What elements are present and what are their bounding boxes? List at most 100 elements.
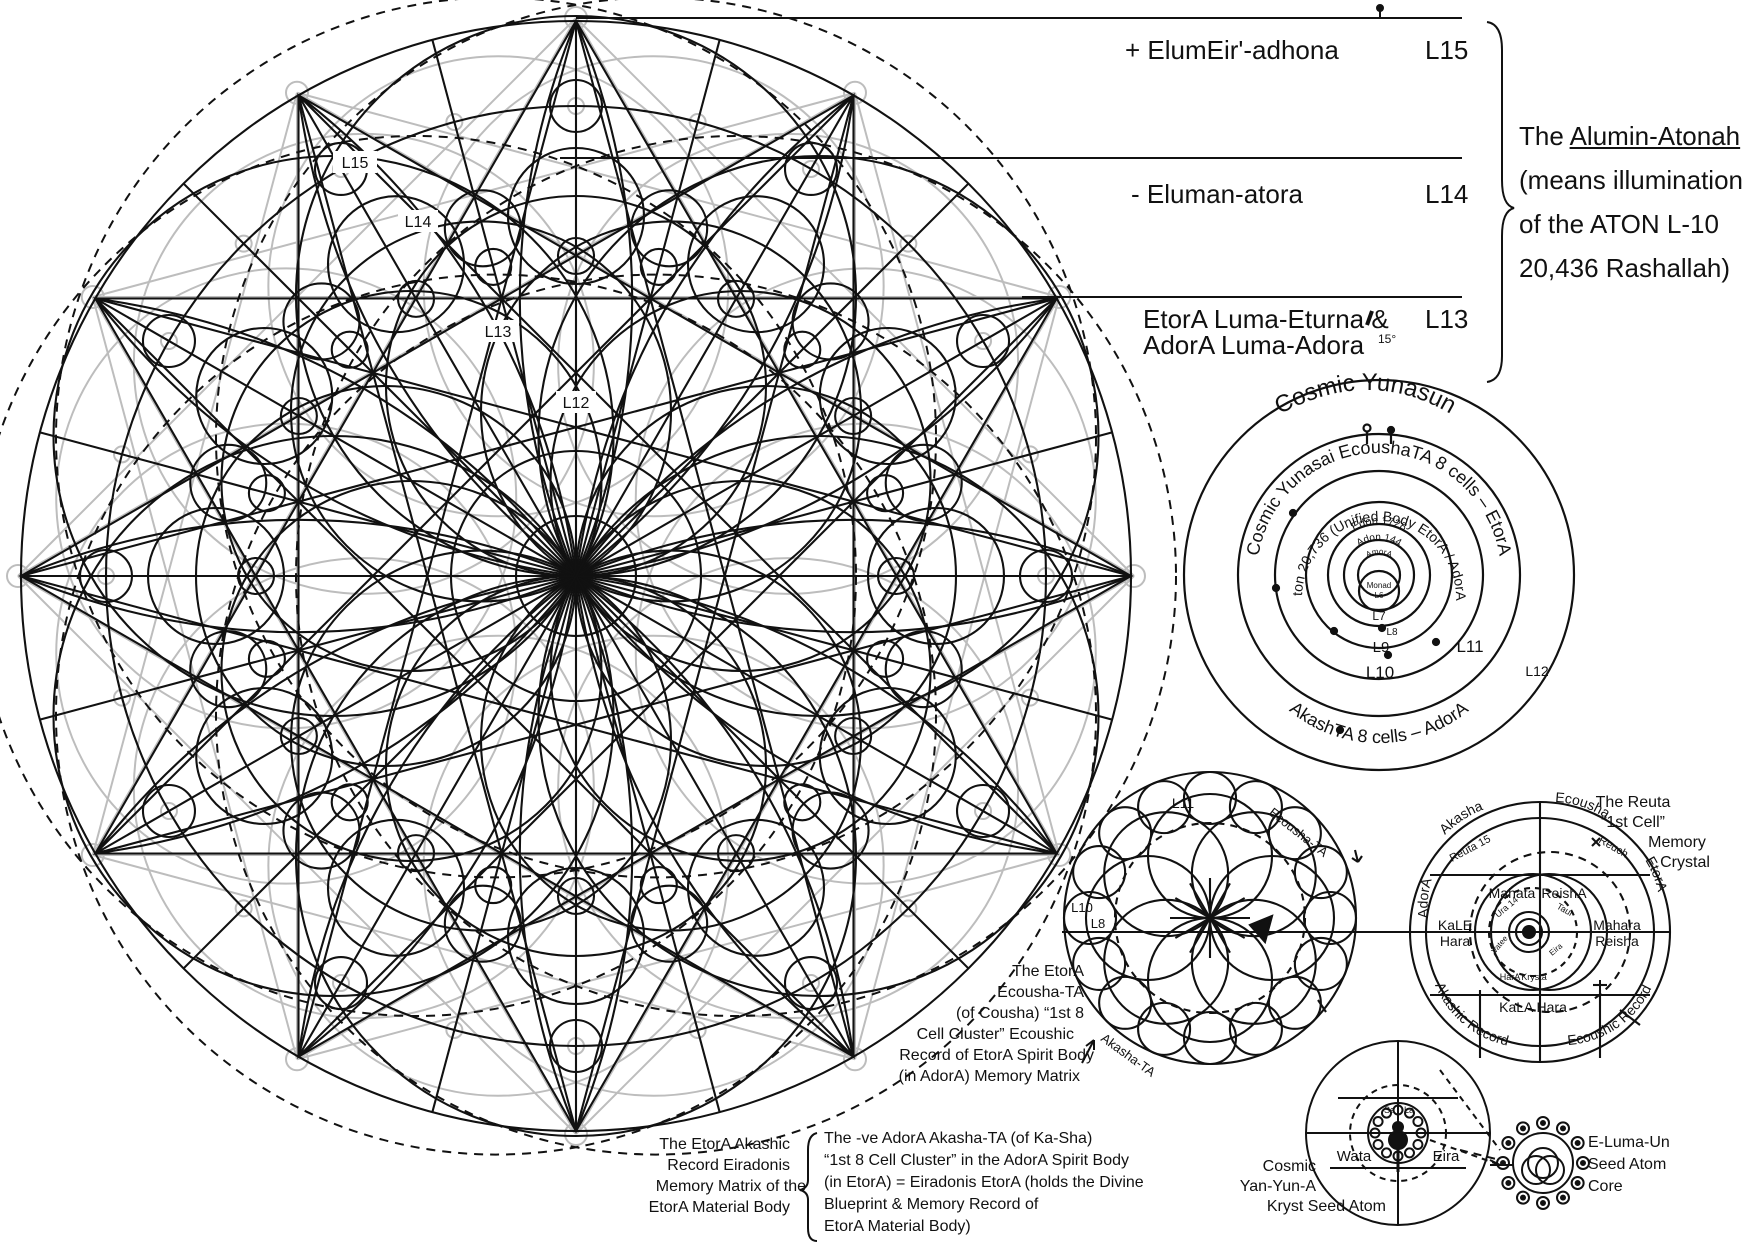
eluma-node-dot xyxy=(1541,1201,1545,1205)
seed-label-la: La xyxy=(1404,1105,1414,1115)
cluster-caption-5: Record of EtorA Spirit Body xyxy=(850,1047,1094,1065)
adora-caption-5: EtorA Material Body) xyxy=(824,1218,971,1236)
akashic-caption-2: Record Eiradonis xyxy=(620,1157,790,1175)
level-l8: L8 xyxy=(1386,627,1398,638)
reuta-caption-4: Crystal xyxy=(1640,854,1730,872)
seed-label-sa: Sa xyxy=(1384,1105,1395,1115)
cluster-caption-4: Cell Cluster” Ecoushic xyxy=(860,1026,1074,1044)
reuta-caption-3: Memory xyxy=(1632,834,1722,852)
brace-title-underlined: Alumin-Atonah xyxy=(1570,121,1741,151)
level-l13-angle: 15° xyxy=(1378,333,1396,346)
cluster-petal-circle xyxy=(1138,1003,1190,1055)
eluma-node-dot xyxy=(1576,1141,1580,1145)
seed-node xyxy=(1413,1117,1422,1126)
seed-caption-3: Kryst Seed Atom xyxy=(1216,1198,1386,1216)
seed-node xyxy=(1382,1148,1391,1157)
eluma-caption-2: Seed Atom xyxy=(1588,1156,1666,1174)
eluma-node-dot xyxy=(1541,1121,1545,1125)
curly-brace xyxy=(1487,22,1514,382)
reuta-label-reuta15: Reuta 15 xyxy=(1448,833,1493,865)
brace-title: The Alumin-Atonah xyxy=(1519,122,1740,151)
seed-node xyxy=(1374,1117,1383,1126)
akashic-caption-3: Memory Matrix of the xyxy=(600,1178,806,1196)
mandala-label-l14: L14 xyxy=(405,214,432,231)
reuta-label-vatee: Vatee xyxy=(1490,934,1510,956)
cluster-label-l10: L10 xyxy=(1071,900,1093,915)
cluster-label-akasha: Akasha-TA xyxy=(1098,1030,1158,1080)
level-l9: L9 xyxy=(1373,639,1390,656)
cluster-petal-circle xyxy=(1099,977,1151,1029)
eluma-node-dot xyxy=(1581,1161,1585,1165)
reuta-label-eira-small: Eira xyxy=(1548,941,1565,957)
eluma-node-dot xyxy=(1501,1161,1505,1165)
brace-line-3: 20,436 Rashallah) xyxy=(1519,254,1730,283)
cluster-petal-circle xyxy=(1269,977,1321,1029)
brace-line-1: (means illumination xyxy=(1519,166,1743,195)
cluster-petal-circle xyxy=(1073,846,1125,898)
eluma-caption-1: E-Luma-Un xyxy=(1588,1134,1670,1152)
seed-caption-2: Yan-Yun-A xyxy=(1216,1178,1316,1196)
cluster-petal-circle xyxy=(1304,892,1356,944)
cluster-petal-circle xyxy=(1184,1012,1236,1064)
level-l11: L11 xyxy=(1456,637,1483,656)
ring-label-adon: Adon 144 xyxy=(1355,532,1404,549)
seed-node xyxy=(1374,1140,1383,1149)
eluma-node-dot xyxy=(1506,1181,1510,1185)
eluma-node-dot xyxy=(1521,1196,1525,1200)
eluma-node-dot xyxy=(1561,1126,1565,1130)
eluma-node-dot xyxy=(1506,1141,1510,1145)
akashic-caption-4: EtorA Material Body xyxy=(600,1199,790,1217)
ring-label-amora: AmorA xyxy=(1364,547,1394,560)
eluma-node-dot xyxy=(1561,1196,1565,1200)
yunasun-title: Cosmic Yunasun xyxy=(1270,369,1460,420)
adora-caption-4: Blueprint & Memory Record of xyxy=(824,1196,1038,1214)
alumin-atonah-mandala xyxy=(0,0,1176,1155)
reuta-label-reisha-top: ReishA xyxy=(1541,885,1587,901)
cluster-label-l11: L11 xyxy=(1172,795,1195,811)
reuta-label-mahara: Mahara xyxy=(1593,917,1641,933)
reuta-label-reisha: Reisha xyxy=(1595,933,1639,949)
eluma-caption-3: Core xyxy=(1588,1178,1623,1196)
adora-caption-1: The -ve AdorA Akasha-TA (of Ka-Sha) xyxy=(824,1130,1092,1148)
cluster-caption-1: The EtorA xyxy=(974,963,1084,981)
reuta-label-kale: KaLE xyxy=(1438,917,1472,933)
adora-caption-2: “1st 8 Cell Cluster” in the AdorA Spirit… xyxy=(824,1152,1129,1170)
black-geometry-layer xyxy=(21,16,1131,1136)
akashic-caption-1: The EtorA Akashic xyxy=(620,1136,790,1154)
level-l13-code: L13 xyxy=(1425,305,1468,334)
mandala-label-l13: L13 xyxy=(485,324,512,341)
seed-label-wata: Wata xyxy=(1337,1148,1372,1165)
ecousha-ta-cluster xyxy=(1062,772,1440,1064)
cluster-arrow xyxy=(1250,916,1272,942)
reuta-label-taur: Taur xyxy=(1555,901,1575,918)
seed-label-eira: Eira xyxy=(1433,1148,1460,1165)
level-l14-name: - Eluman-atora xyxy=(1131,180,1303,209)
seed-node xyxy=(1405,1148,1414,1157)
cluster-petal-circle xyxy=(1230,1003,1282,1055)
monad-label: Monad xyxy=(1367,581,1391,590)
cluster-caption-6: (in AdorA) Memory Matrix xyxy=(850,1068,1080,1086)
cluster-caption-3: (of Cousha) “1st 8 xyxy=(904,1005,1084,1023)
reuta-label-reuch: Reuch xyxy=(1597,834,1631,860)
reuta-label-kala-hara: KaLA Hara xyxy=(1499,999,1567,1015)
level-l15-name: + ElumEir'-adhona xyxy=(1125,36,1339,65)
level-l12: L12 xyxy=(1525,663,1549,679)
cluster-petal-circle xyxy=(1099,807,1151,859)
monad-level-label: L6 xyxy=(1375,591,1384,600)
cluster-label-l8: L8 xyxy=(1091,916,1105,931)
level-l14-code: L14 xyxy=(1425,180,1468,209)
e-luma-un-seed-atom-core xyxy=(1490,1117,1589,1209)
mandala-label-l15: L15 xyxy=(342,155,369,172)
eluma-node-dot xyxy=(1521,1126,1525,1130)
eluma-node-dot xyxy=(1576,1181,1580,1185)
seed-node xyxy=(1413,1140,1422,1149)
reuta-label-hara-left: Hara xyxy=(1440,933,1471,949)
adora-caption-3: (in EtorA) = Eiradonis EtorA (holds the … xyxy=(824,1174,1144,1192)
brace-line-2: of the ATON L-10 xyxy=(1519,210,1719,239)
reuta-caption-2: “1st Cell” xyxy=(1588,814,1678,832)
reuta-caption-1: The Reuta xyxy=(1588,794,1678,812)
mandala-label-l12: L12 xyxy=(563,395,590,412)
level-l10: L10 xyxy=(1366,663,1394,682)
yunasun-bottom-arc-label: AkashTA 8 cells – AdorA xyxy=(1286,698,1472,747)
level-l15-code: L15 xyxy=(1425,36,1468,65)
